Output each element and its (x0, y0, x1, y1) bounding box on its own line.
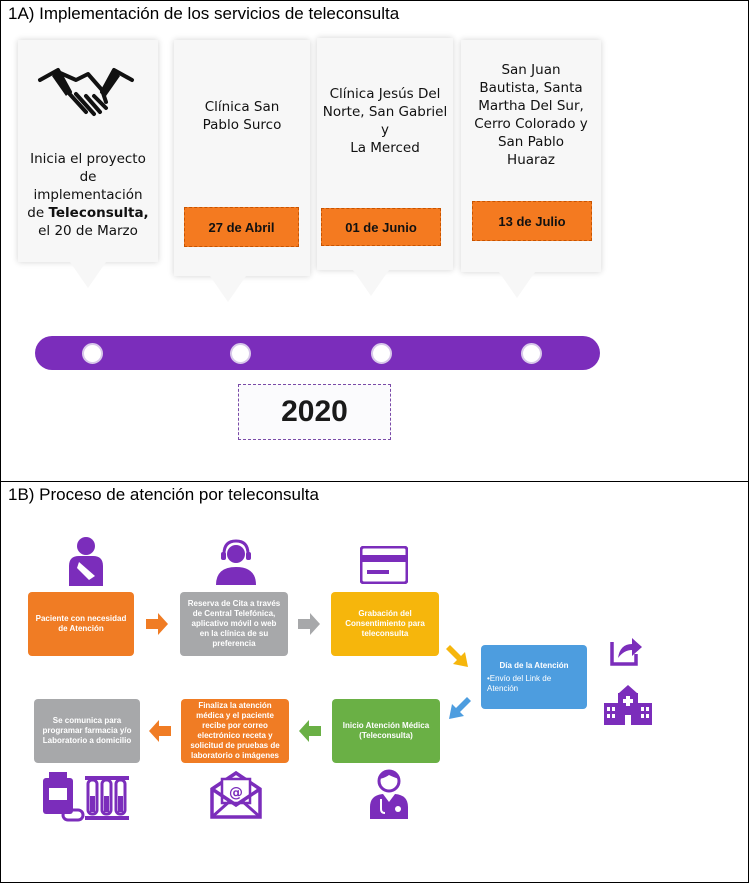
handshake-icon (38, 68, 134, 116)
card4-text-l3: Martha Del Sur, (478, 98, 584, 114)
timeline-dot-1 (82, 343, 103, 364)
share-icon (610, 638, 642, 666)
card2-text-l1: Clínica San (204, 99, 280, 115)
panel-process: 1B) Proceso de atención por teleconsulta… (0, 481, 749, 883)
card1-line5: el 20 de Marzo (38, 223, 138, 239)
panel-implementation: 1A) Implementación de los servicios de t… (0, 0, 749, 482)
milestone-card-julio: San Juan Bautista, Santa Martha Del Sur,… (461, 40, 601, 298)
year-label: 2020 (238, 384, 391, 440)
doctor-icon (370, 769, 408, 819)
card3-text-l1: Clínica Jesús Del (329, 86, 441, 102)
call-center-icon (216, 539, 256, 585)
pharmacy-lab-icon (43, 772, 129, 822)
attention-day-bullet: •Envío del Link de Atención (487, 673, 552, 693)
step-patient-need: Paciente con necesidad de Atención (28, 592, 134, 656)
date-box-julio: 13 de Julio (472, 201, 592, 241)
arrow-left-2 (299, 720, 321, 742)
card3-text-l2: Norte, San Gabriel y (322, 104, 448, 138)
card2-text-l2: Pablo Surco (202, 117, 282, 133)
card1-line4: de Teleconsulta, (18, 204, 158, 222)
step-finish-attention: Finaliza la atención médica y el pacient… (181, 699, 289, 763)
step-start-medical-attention: Inicio Atención Médica (Teleconsulta) (332, 699, 440, 763)
card4-text-l1: San Juan (501, 62, 561, 78)
milestone-card-surco: Clínica San Pablo Surco 27 de Abril (174, 40, 310, 302)
step-attention-day: Día de la Atención •Envío del Link de At… (481, 645, 587, 709)
patient-icon (69, 537, 103, 586)
panel-b-title: 1B) Proceso de atención por teleconsulta (8, 485, 319, 504)
step-pharmacy-lab: Se comunica para programar farmacia y/o … (34, 699, 140, 763)
timeline-bar (35, 336, 600, 370)
card4-text-l6: Huaraz (507, 152, 555, 168)
date-box-abril: 27 de Abril (184, 207, 299, 247)
card4-text-l4: Cerro Colorado y (474, 116, 588, 132)
hospital-icon (604, 685, 652, 725)
card4-text-l5: San Pablo (497, 134, 565, 150)
arrow-right-2 (298, 613, 320, 635)
arrow-right-1 (146, 613, 168, 635)
card1-line4-bold: Teleconsulta, (48, 205, 149, 221)
milestone-card-junio: Clínica Jesús Del Norte, San Gabriel y L… (317, 38, 453, 296)
attention-day-title: Día de la Atención (499, 660, 569, 670)
credit-card-icon (360, 546, 408, 584)
card1-line4-pre: de (27, 205, 49, 221)
panel-a-title: 1A) Implementación de los servicios de t… (8, 4, 400, 23)
timeline-dot-3 (371, 343, 392, 364)
timeline-dot-4 (521, 343, 542, 364)
card3-text-l3: La Merced (350, 140, 420, 156)
date-box-junio: 01 de Junio (321, 208, 441, 246)
card4-text-l2: Bautista, Santa (479, 80, 583, 96)
svg-text:@: @ (229, 785, 243, 801)
card1-line3: implementación (33, 187, 143, 203)
arrow-left-1 (149, 720, 171, 742)
card1-line1: Inicia el proyecto (30, 151, 146, 167)
step-appointment-booking: Reserva de Cita a través de Central Tele… (180, 592, 288, 656)
milestone-card-start: Inicia el proyecto de implementación de … (18, 40, 158, 288)
timeline-dot-2 (230, 343, 251, 364)
step-consent-recording: Grabación del Consentimiento para teleco… (331, 592, 439, 656)
card1-line2: de (79, 169, 97, 185)
email-icon: @ (210, 770, 262, 819)
arrow-down-left (449, 697, 471, 719)
arrow-down-right (446, 645, 468, 667)
